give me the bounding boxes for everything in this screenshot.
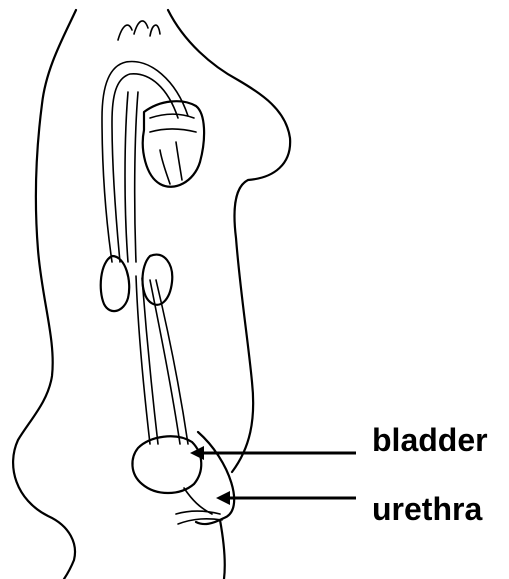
bladder-label: bladder: [372, 422, 488, 458]
urethra-pointer: [216, 491, 356, 505]
kidney-right: [143, 255, 173, 305]
neck-branch-a: [118, 25, 132, 40]
vessel-inner-a: [125, 92, 128, 262]
heart-line-2: [150, 129, 196, 132]
urethra-shape: [176, 488, 222, 524]
great-vessels: [102, 21, 188, 262]
thigh-contour: [220, 520, 225, 579]
ureters: [136, 276, 188, 444]
belly-contour: [196, 432, 234, 524]
front-contour: [168, 10, 290, 472]
neck-branch-b: [134, 21, 148, 34]
bladder-pointer: [190, 446, 356, 460]
neck-branch-c: [150, 25, 160, 36]
body-outline: [13, 10, 290, 579]
bladder-shape: [132, 436, 201, 493]
urethra-label: urethra: [372, 491, 482, 527]
kidney-left: [101, 256, 129, 311]
heart-line-3: [160, 150, 170, 184]
heart-line-4: [176, 142, 182, 180]
urethra-line-a: [184, 488, 212, 514]
heart: [143, 101, 204, 187]
urethra-line-b: [176, 511, 220, 514]
vessel-inner-b: [135, 92, 138, 262]
back-contour: [13, 10, 76, 579]
